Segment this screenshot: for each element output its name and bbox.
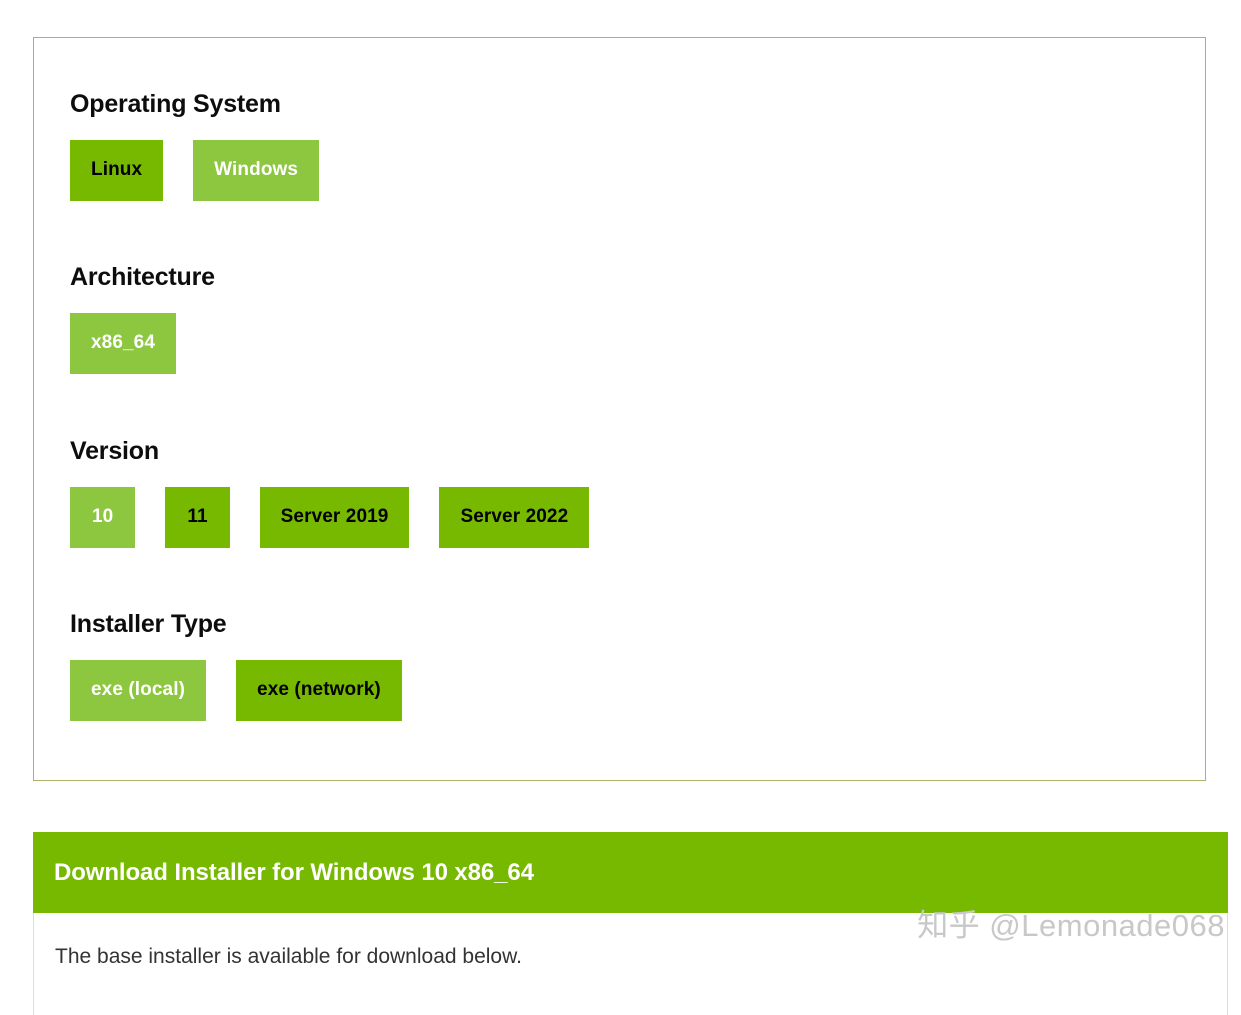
option-button-exe-network[interactable]: exe (network) [236,659,402,721]
section-heading-version: Version [70,437,159,465]
options-row-installer-type: exe (local) exe (network) [70,659,402,721]
option-button-linux[interactable]: Linux [70,139,164,201]
option-button-x86-64[interactable]: x86_64 [70,312,177,374]
section-heading-architecture: Architecture [70,263,215,291]
option-button-version-10[interactable]: 10 [70,486,136,548]
section-heading-installer-type: Installer Type [70,610,227,638]
download-body-text: The base installer is available for down… [55,945,522,968]
selector-card: Operating System Linux Windows Architect… [33,37,1206,781]
option-button-exe-local[interactable]: exe (local) [70,659,207,721]
section-version: Version 10 11 Server 2019 Server 2022 [70,437,590,548]
download-body: The base installer is available for down… [33,913,1228,1015]
section-operating-system: Operating System Linux Windows [70,90,320,201]
section-installer-type: Installer Type exe (local) exe (network) [70,610,402,721]
download-banner-title: Download Installer for Windows 10 x86_64 [54,858,534,886]
options-row-architecture: x86_64 [70,312,215,374]
section-architecture: Architecture x86_64 [70,263,215,374]
option-button-server-2022[interactable]: Server 2022 [439,486,590,548]
download-panel: Download Installer for Windows 10 x86_64… [33,832,1228,1015]
download-banner: Download Installer for Windows 10 x86_64 [33,832,1228,913]
option-button-version-11[interactable]: 11 [165,486,230,548]
section-heading-operating-system: Operating System [70,90,281,118]
options-row-version: 10 11 Server 2019 Server 2022 [70,486,590,548]
options-row-operating-system: Linux Windows [70,139,320,201]
option-button-windows[interactable]: Windows [193,139,320,201]
option-button-server-2019[interactable]: Server 2019 [259,486,410,548]
